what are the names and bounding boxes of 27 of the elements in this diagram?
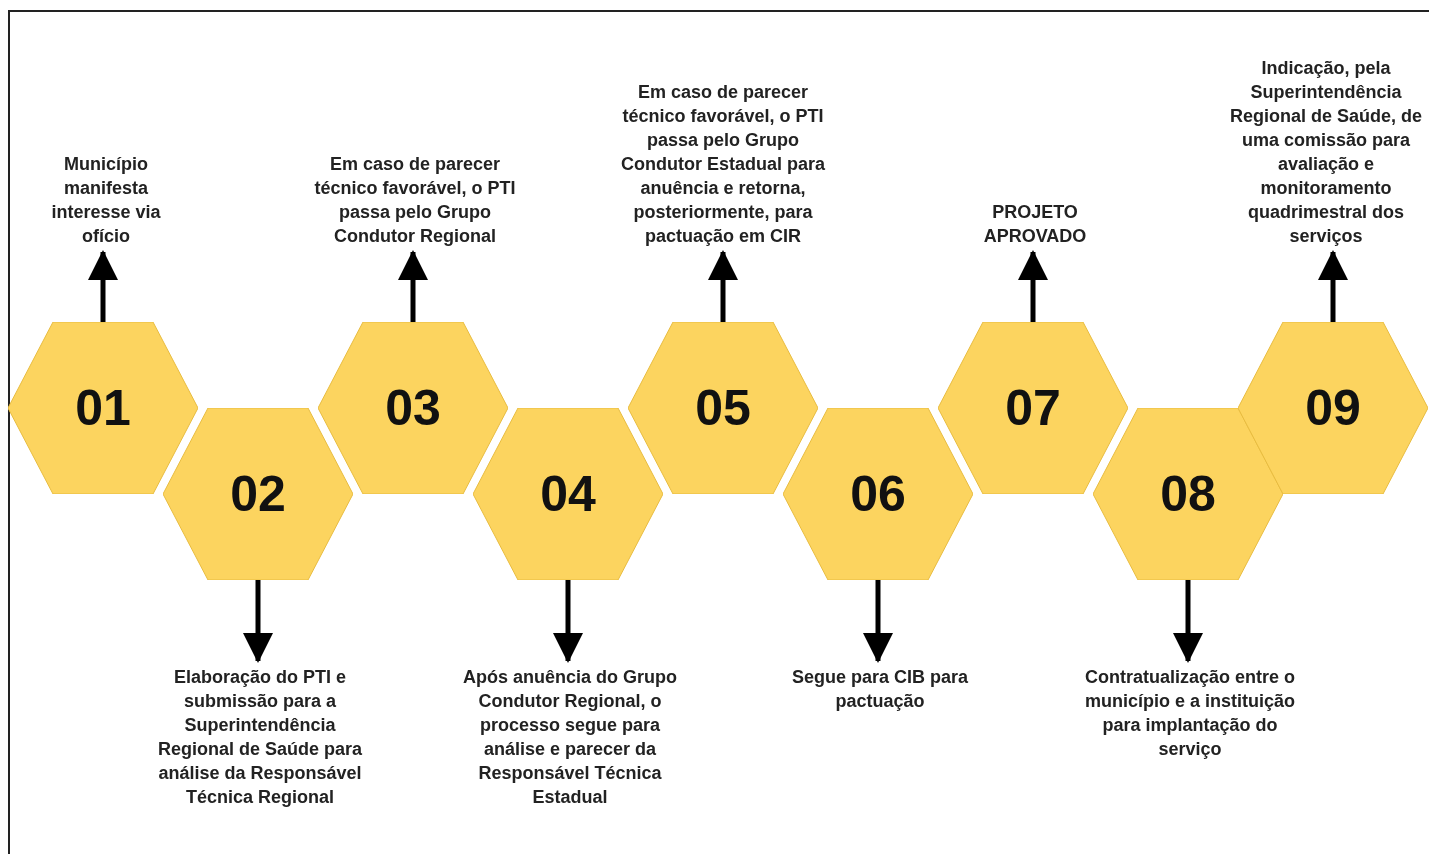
step-description: Elaboração do PTI e submissão para a Superintendência Regional de Saúde para análise da Responsável Técnica Regional [145,665,375,809]
step-number: 02 [230,469,286,519]
step-description: Indicação, pela Superintendência Regional de Saúde, de uma comissão para avaliação e monitoramento quadrimestral dos serviços [1226,56,1426,248]
step-number: 01 [75,383,131,433]
arrow [398,250,428,322]
step-description: PROJETO APROVADO [960,200,1110,248]
arrow [863,580,893,663]
step-number: 05 [695,383,751,433]
step-number: 07 [1005,383,1061,433]
step-number: 06 [850,469,906,519]
arrow [243,580,273,663]
arrow [88,250,118,322]
arrow [1318,250,1348,322]
step-number: 04 [540,469,596,519]
arrow [1018,250,1048,322]
step-number: 08 [1160,469,1216,519]
step-description: Em caso de parecer técnico favorável, o PTI passa pelo Grupo Condutor Estadual para anuência e retorna, posteriormente, para pactuação em CIR [610,80,836,248]
step-description: Após anuência do Grupo Condutor Regional, o processo segue para análise e parecer da Responsável Técnica Estadual [455,665,685,809]
step-number: 03 [385,383,441,433]
step-description: Em caso de parecer técnico favorável, o PTI passa pelo Grupo Condutor Regional [300,152,530,248]
arrow [708,250,738,322]
arrow [1173,580,1203,663]
step-description: Município manifesta interesse via ofício [31,152,181,248]
step-number: 09 [1305,383,1361,433]
arrow [553,580,583,663]
step-description: Contratualização entre o município e a instituição para implantação do serviço [1075,665,1305,761]
step-description: Segue para CIB para pactuação [770,665,990,713]
